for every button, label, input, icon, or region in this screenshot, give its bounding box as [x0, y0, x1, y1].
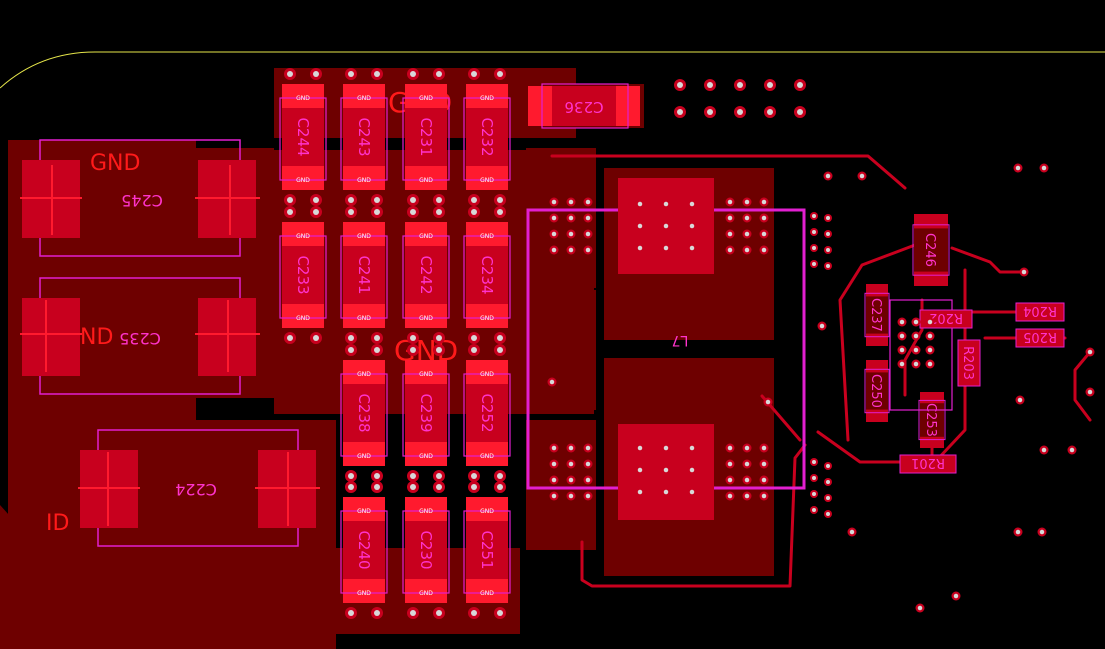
cap-c231[interactable]: GND GND C231 [402, 68, 450, 206]
pad-net-label: GND [480, 371, 494, 378]
cap-c244[interactable]: GND GND C244 [279, 68, 327, 206]
cap-c239[interactable]: GND GND C239 [402, 344, 450, 482]
cap-c235[interactable]: C235 [20, 277, 260, 395]
pad-net-label: GND [480, 508, 494, 515]
pad-net-label: GND [480, 590, 494, 597]
net-label-gnd-partial-1: ND [80, 325, 113, 350]
pad-net-label: GND [357, 590, 371, 597]
pad-net-label: GND [419, 315, 433, 322]
cap-c240[interactable]: GND GND C240 [340, 481, 388, 619]
cap-c233[interactable]: GND GND C233 [279, 206, 327, 344]
inductor-l7[interactable]: L7 [526, 178, 806, 520]
pad-net-label: GND [296, 233, 310, 240]
ref-c250: C250 [868, 374, 883, 408]
pad-net-label: GND [419, 453, 433, 460]
net-label-gnd-left: GND [90, 151, 140, 176]
ref-c239: C239 [417, 393, 435, 432]
cap-c234[interactable]: GND GND C234 [463, 206, 511, 344]
ref-c231: C231 [417, 117, 435, 156]
pad-net-label: GND [296, 315, 310, 322]
cap-c241[interactable]: GND GND C241 [340, 206, 388, 344]
pad-net-label: GND [419, 177, 433, 184]
ref-c251: C251 [478, 530, 496, 569]
board-outline [0, 51, 1105, 89]
pad-net-label: GND [357, 177, 371, 184]
ref-c230: C230 [417, 530, 435, 569]
ref-l7: L7 [672, 332, 689, 348]
pad-net-label: GND [357, 315, 371, 322]
ref-c245: C245 [121, 191, 163, 210]
ref-c224: C224 [175, 480, 217, 499]
cap-c253[interactable]: C253 [918, 392, 946, 448]
pad-net-label: GND [480, 95, 494, 102]
pad-net-label: GND [419, 233, 433, 240]
ref-c253: C253 [923, 403, 938, 437]
cap-c251[interactable]: GND GND C251 [463, 481, 511, 619]
pad-net-label: GND [480, 233, 494, 240]
vias [547, 79, 1095, 613]
ref-c241: C241 [355, 255, 373, 294]
pad-net-label: GND [357, 95, 371, 102]
pad-net-label: GND [419, 508, 433, 515]
ref-c242: C242 [417, 255, 435, 294]
ref-c235: C235 [119, 329, 161, 348]
resistor-r201[interactable]: R201 [899, 454, 957, 474]
cap-c250[interactable]: C250 [864, 360, 890, 422]
ref-c252: C252 [478, 393, 496, 432]
ref-r202: R202 [929, 310, 963, 325]
cap-c238[interactable]: GND GND C238 [340, 344, 388, 482]
cap-c246[interactable]: C246 [912, 214, 950, 286]
large-capacitors: C245 C235 C224 [20, 139, 320, 547]
cap-c237[interactable]: C237 [864, 284, 890, 346]
pad-net-label: GND [357, 233, 371, 240]
ref-r205: R205 [1023, 329, 1057, 344]
ref-c243: C243 [355, 117, 373, 156]
small-capacitors: GNDGNDC244GNDGNDC243GNDGNDC231GNDGNDC232… [279, 68, 950, 619]
cap-c243[interactable]: GND GND C243 [340, 68, 388, 206]
resistor-r204[interactable]: R204 [1015, 302, 1065, 322]
cap-c245[interactable]: C245 [20, 139, 260, 257]
ref-c232: C232 [478, 117, 496, 156]
pad-net-label: GND [419, 95, 433, 102]
ref-c236: C236 [564, 98, 603, 116]
ic-outline [889, 299, 953, 411]
pad-net-label: GND [419, 371, 433, 378]
ref-c234: C234 [478, 255, 496, 294]
ref-c246: C246 [922, 233, 937, 267]
pad-net-label: GND [480, 177, 494, 184]
ref-c238: C238 [355, 393, 373, 432]
ref-c240: C240 [355, 530, 373, 569]
ref-r204: R204 [1023, 303, 1057, 318]
cap-c224[interactable]: C224 [78, 429, 320, 547]
pad-net-label: GND [296, 95, 310, 102]
pad-net-label: GND [419, 590, 433, 597]
cap-c252[interactable]: GND GND C252 [463, 344, 511, 482]
resistor-r203[interactable]: R203 [957, 339, 981, 387]
ref-c237: C237 [868, 298, 883, 332]
ref-r203: R203 [960, 346, 975, 380]
ref-c233: C233 [294, 255, 312, 294]
cap-c242[interactable]: GND GND C242 [402, 206, 450, 344]
ref-r201: R201 [911, 455, 945, 470]
pad-net-label: GND [480, 453, 494, 460]
cap-c230[interactable]: GND GND C230 [402, 481, 450, 619]
pad-net-label: GND [296, 177, 310, 184]
pad-net-label: GND [357, 508, 371, 515]
net-label-gnd-partial-2: ID [46, 511, 69, 536]
cap-c236[interactable]: C236 [528, 83, 640, 129]
resistor-r205[interactable]: R205 [1015, 328, 1065, 348]
pad-net-label: GND [480, 315, 494, 322]
pad-net-label: GND [357, 371, 371, 378]
pad-net-label: GND [357, 453, 371, 460]
cap-c232[interactable]: GND GND C232 [463, 68, 511, 206]
ref-c244: C244 [294, 117, 312, 156]
